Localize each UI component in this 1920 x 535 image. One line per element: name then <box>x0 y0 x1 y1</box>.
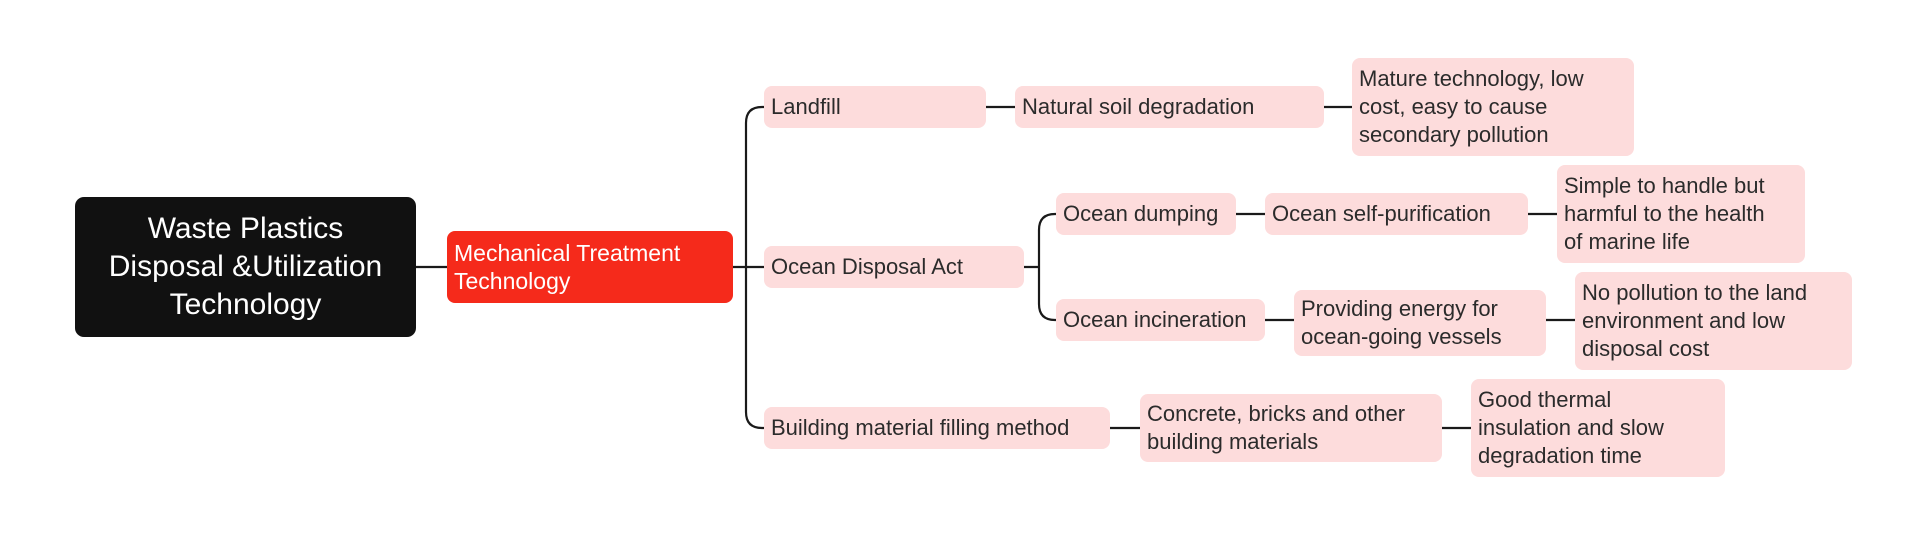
note-mature-technology[interactable]: Mature technology, low cost, easy to cau… <box>1352 58 1634 156</box>
root-topic[interactable]: Waste Plastics Disposal &Utilization Tec… <box>75 197 416 337</box>
note-no-pollution[interactable]: No pollution to the land environment and… <box>1575 272 1852 370</box>
connector-ocean-act-split <box>1022 212 1058 322</box>
connector-main-branches <box>731 105 766 430</box>
subtopic-ocean-dumping-label: Ocean dumping <box>1063 201 1219 226</box>
subtopic-ocean-dumping[interactable]: Ocean dumping <box>1056 193 1236 235</box>
main-topic-label: Mechanical Treatment Technology <box>454 240 681 294</box>
subtopic-concrete-bricks[interactable]: Concrete, bricks and other building mate… <box>1140 394 1442 462</box>
subtopic-natural-soil-degradation-label: Natural soil degradation <box>1022 94 1255 119</box>
root-topic-label: Waste Plastics Disposal &Utilization Tec… <box>108 212 383 321</box>
subtopic-ocean-self-purification[interactable]: Ocean self-purification <box>1265 193 1528 235</box>
subtopic-providing-energy-label: Providing energy for ocean-going vessels <box>1301 296 1502 349</box>
subtopic-ocean-incineration[interactable]: Ocean incineration <box>1056 299 1265 341</box>
main-topic[interactable]: Mechanical Treatment Technology <box>447 231 733 303</box>
note-good-thermal-insulation[interactable]: Good thermal insulation and slow degrada… <box>1471 379 1725 477</box>
subtopic-ocean-incineration-label: Ocean incineration <box>1063 307 1247 332</box>
subtopic-natural-soil-degradation[interactable]: Natural soil degradation <box>1015 86 1324 128</box>
branch-building-material-filling-label: Building material filling method <box>771 415 1070 440</box>
note-simple-to-handle[interactable]: Simple to handle but harmful to the heal… <box>1557 165 1805 263</box>
branch-ocean-disposal-act[interactable]: Ocean Disposal Act <box>764 246 1024 288</box>
note-simple-to-handle-label: Simple to handle but harmful to the heal… <box>1564 173 1765 254</box>
branch-landfill-label: Landfill <box>771 94 841 119</box>
subtopic-ocean-self-purification-label: Ocean self-purification <box>1272 201 1491 226</box>
note-mature-technology-label: Mature technology, low cost, easy to cau… <box>1359 66 1584 147</box>
subtopic-providing-energy[interactable]: Providing energy for ocean-going vessels <box>1294 290 1546 356</box>
branch-landfill[interactable]: Landfill <box>764 86 986 128</box>
note-no-pollution-label: No pollution to the land environment and… <box>1582 280 1808 361</box>
branch-ocean-disposal-act-label: Ocean Disposal Act <box>771 254 963 279</box>
subtopic-concrete-bricks-label: Concrete, bricks and other building mate… <box>1147 401 1406 454</box>
note-good-thermal-insulation-label: Good thermal insulation and slow degrada… <box>1478 387 1664 468</box>
branch-building-material-filling[interactable]: Building material filling method <box>764 407 1110 449</box>
